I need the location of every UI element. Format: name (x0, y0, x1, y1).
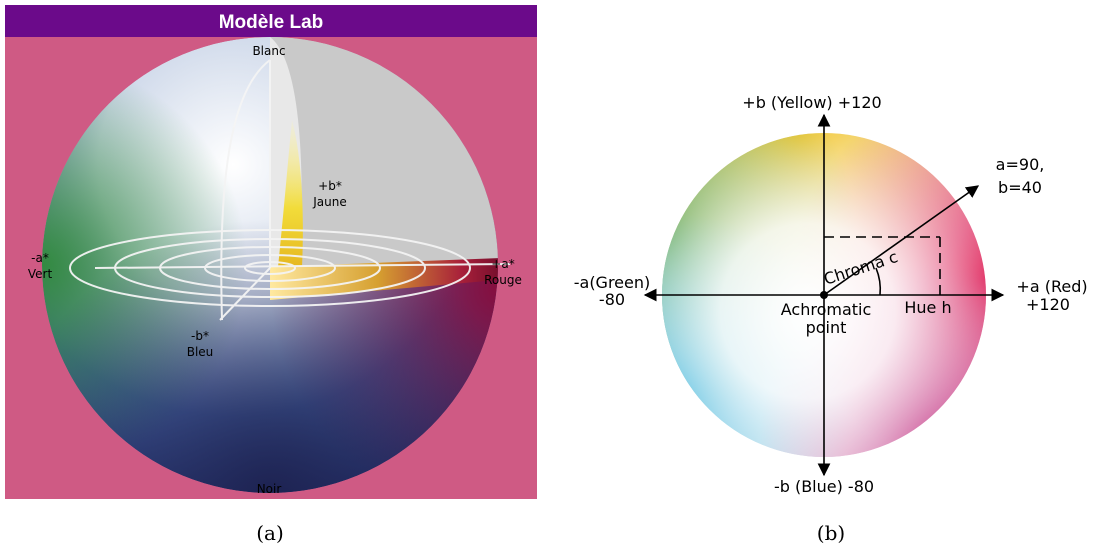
label-noir: Noir (257, 482, 282, 496)
label-plus-a: +a* (491, 257, 514, 271)
label-achromatic: Achromatic (781, 300, 872, 319)
label-minus-b: -b* (191, 329, 209, 343)
label-yellow-axis: +b (Yellow) +120 (742, 93, 881, 112)
label-red-value: +120 (1026, 295, 1070, 314)
label-green-value: -80 (599, 290, 625, 309)
label-achromatic-point: point (806, 318, 847, 337)
label-point-b: b=40 (998, 178, 1042, 197)
label-plus-b: +b* (318, 179, 342, 193)
panel-a-title-bar (5, 5, 537, 37)
label-jaune: Jaune (312, 195, 347, 209)
caption-a: (a) (256, 521, 284, 545)
panel-b: +b (Yellow) +120 -b (Blue) -80 -a(Green)… (574, 93, 1088, 545)
equator-disc (270, 258, 498, 300)
label-rouge: Rouge (484, 273, 522, 287)
label-point-a: a=90, (996, 155, 1045, 174)
sphere-wireframe (69, 59, 511, 321)
panel-a: Modèle Lab Blanc Noir (5, 5, 537, 545)
label-blanc: Blanc (252, 44, 285, 58)
label-blue-axis: -b (Blue) -80 (774, 477, 874, 496)
label-minus-a: -a* (31, 251, 49, 265)
label-green-axis: -a(Green) (574, 273, 651, 292)
label-bleu: Bleu (187, 345, 214, 359)
label-vert: Vert (28, 267, 53, 281)
label-red-axis: +a (Red) (1016, 277, 1087, 296)
panel-a-title: Modèle Lab (219, 12, 324, 33)
label-hue: Hue h (904, 298, 951, 317)
achromatic-point-dot (820, 291, 828, 299)
hue-angle-arc (875, 267, 882, 296)
chroma-vector (823, 185, 980, 296)
axes (643, 113, 1005, 477)
caption-b: (b) (817, 521, 845, 545)
